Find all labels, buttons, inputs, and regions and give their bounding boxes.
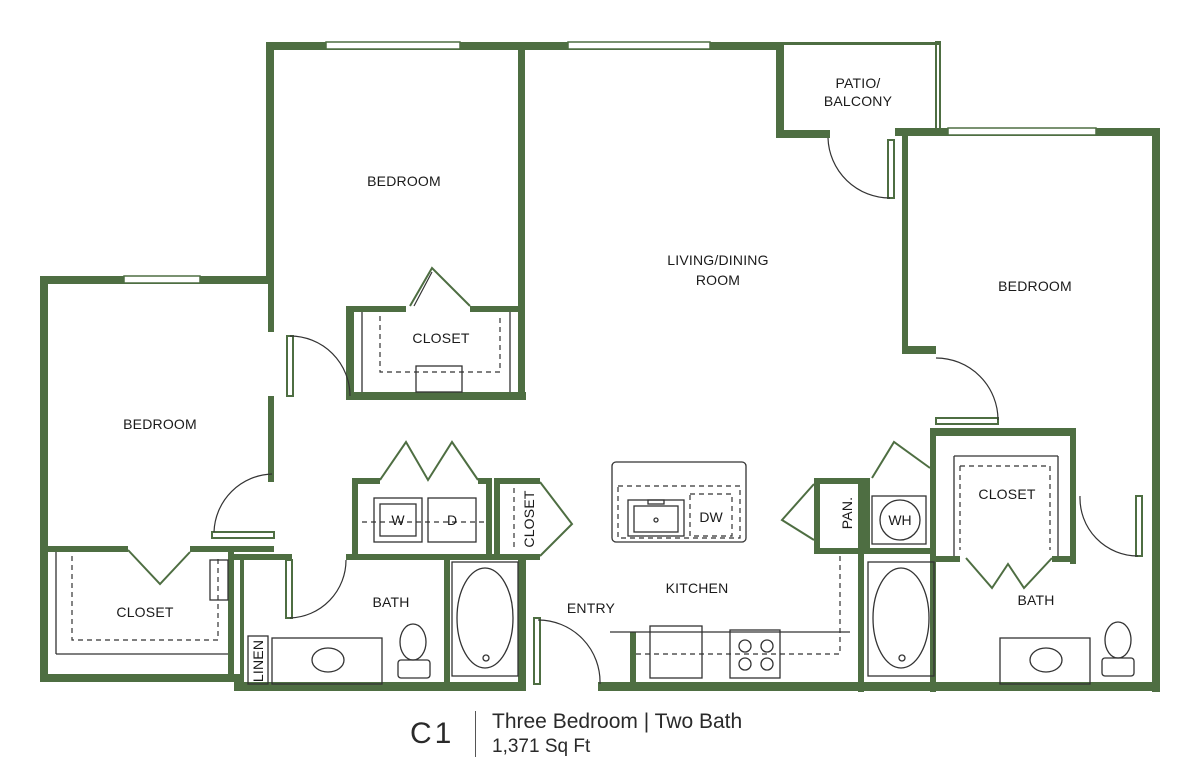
label-bedroom-right: BEDROOM <box>998 278 1072 294</box>
label-living-dining-2: ROOM <box>696 272 740 288</box>
doors <box>127 137 1143 685</box>
label-pantry: PAN. <box>839 497 855 529</box>
label-patio-1: PATIO/ <box>835 75 880 91</box>
walls <box>40 41 1160 692</box>
plan-code: C1 <box>410 717 455 750</box>
label-dryer: D <box>447 512 457 528</box>
label-bedroom-top: BEDROOM <box>367 173 441 189</box>
plan-caption: C1 Three Bedroom | Two Bath 1,371 Sq Ft <box>410 704 742 764</box>
label-kitchen: KITCHEN <box>666 580 729 596</box>
fixture-labels: W D DW WH <box>391 509 911 528</box>
label-washer: W <box>391 512 405 528</box>
fixtures <box>240 461 1135 685</box>
caption-square-feet: 1,371 Sq Ft <box>492 736 591 757</box>
label-living-dining-1: LIVING/DINING <box>667 252 768 268</box>
caption-divider <box>475 711 476 757</box>
label-dishwasher: DW <box>699 509 723 525</box>
label-closet-left: CLOSET <box>116 604 173 620</box>
label-closet-right: CLOSET <box>978 486 1035 502</box>
caption-bed-bath: Three Bedroom | Two Bath <box>492 710 743 733</box>
label-linen: LINEN <box>250 640 266 682</box>
label-patio-2: BALCONY <box>824 93 893 109</box>
label-bedroom-left: BEDROOM <box>123 416 197 432</box>
label-closet-small: CLOSET <box>521 490 537 547</box>
windows <box>123 41 1097 284</box>
label-entry: ENTRY <box>567 600 616 616</box>
label-water-heater: WH <box>888 512 911 528</box>
caption-text: Three Bedroom | Two Bath 1,371 Sq Ft <box>492 709 742 759</box>
label-bath-left: BATH <box>372 594 409 610</box>
label-closet-top: CLOSET <box>412 330 469 346</box>
room-labels: BEDROOM BEDROOM BEDROOM LIVING/DINING RO… <box>116 75 1071 682</box>
closet-shelves <box>55 312 1059 655</box>
label-bath-right: BATH <box>1017 592 1054 608</box>
